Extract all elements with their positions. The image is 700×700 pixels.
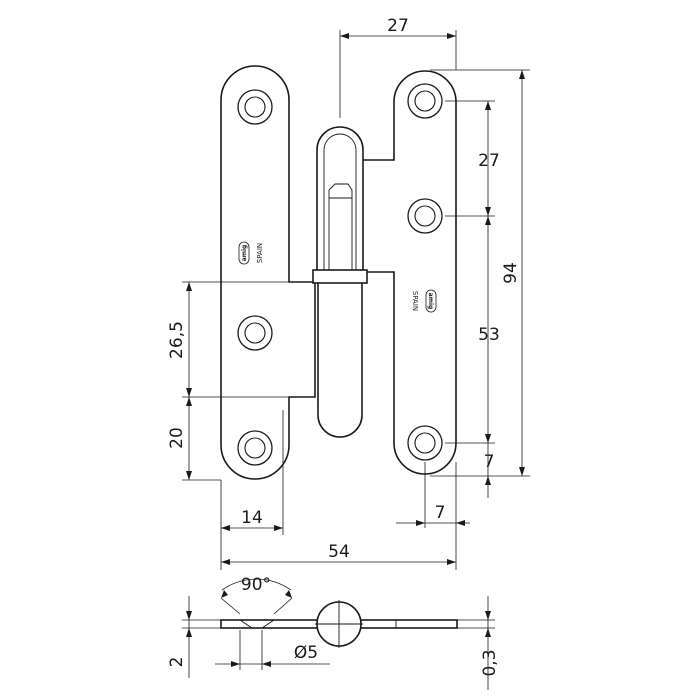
hole-right-bottom [407, 425, 443, 461]
dim-label-7-horizontal: 7 [435, 503, 446, 523]
dim-label-54: 54 [328, 542, 350, 562]
dim-label-14: 14 [241, 508, 263, 528]
dim-label-27-top: 27 [387, 16, 409, 36]
dim-right-hole-spacing: 27 53 [445, 100, 500, 444]
dim-label-20: 20 [167, 427, 187, 449]
dim-total-height: 94 [430, 69, 530, 477]
dim-widths: 14 7 54 [220, 410, 470, 570]
hole-left-bottom [237, 430, 273, 466]
origin-stamp-right: SPAIN [411, 291, 419, 311]
side-view [220, 600, 458, 648]
dim-knuckle-block: 26,5 20 [167, 281, 289, 481]
dim-label-53: 53 [478, 325, 500, 345]
dim-countersink-angle: 90° [220, 575, 293, 615]
brand-logo-right: amig [427, 293, 434, 310]
hole-right-top [407, 83, 443, 119]
dim-bottom-hole-offset: 7 [484, 443, 495, 498]
right-leaf [361, 70, 457, 475]
dim-hole-diameter: Ø5 [215, 630, 330, 670]
stamp-right: amig SPAIN [411, 289, 437, 313]
dim-label-90-degrees: 90° [241, 575, 271, 595]
origin-stamp-left: SPAIN [256, 243, 264, 263]
dim-label-94: 94 [501, 262, 521, 284]
dim-label-2: 2 [167, 657, 187, 668]
dim-clearance: 0,3 [457, 596, 500, 690]
brand-logo-left: amig [241, 245, 248, 262]
dim-label-0-3: 0,3 [480, 649, 500, 676]
dim-label-26-5: 26,5 [167, 321, 187, 359]
left-leaf [220, 65, 316, 480]
pin-knuckle [312, 126, 368, 438]
hole-left-top [237, 89, 273, 125]
dim-label-diameter-5: Ø5 [294, 643, 318, 663]
dim-label-7-vertical: 7 [484, 452, 495, 472]
dim-pin-to-right-edge: 27 [339, 16, 457, 118]
hole-right-middle [407, 198, 443, 234]
dim-label-27-right: 27 [478, 151, 500, 171]
dim-leaf-thickness: 2 [167, 596, 221, 678]
stamp-left: amig SPAIN [238, 241, 264, 265]
hole-left-middle [237, 315, 273, 351]
